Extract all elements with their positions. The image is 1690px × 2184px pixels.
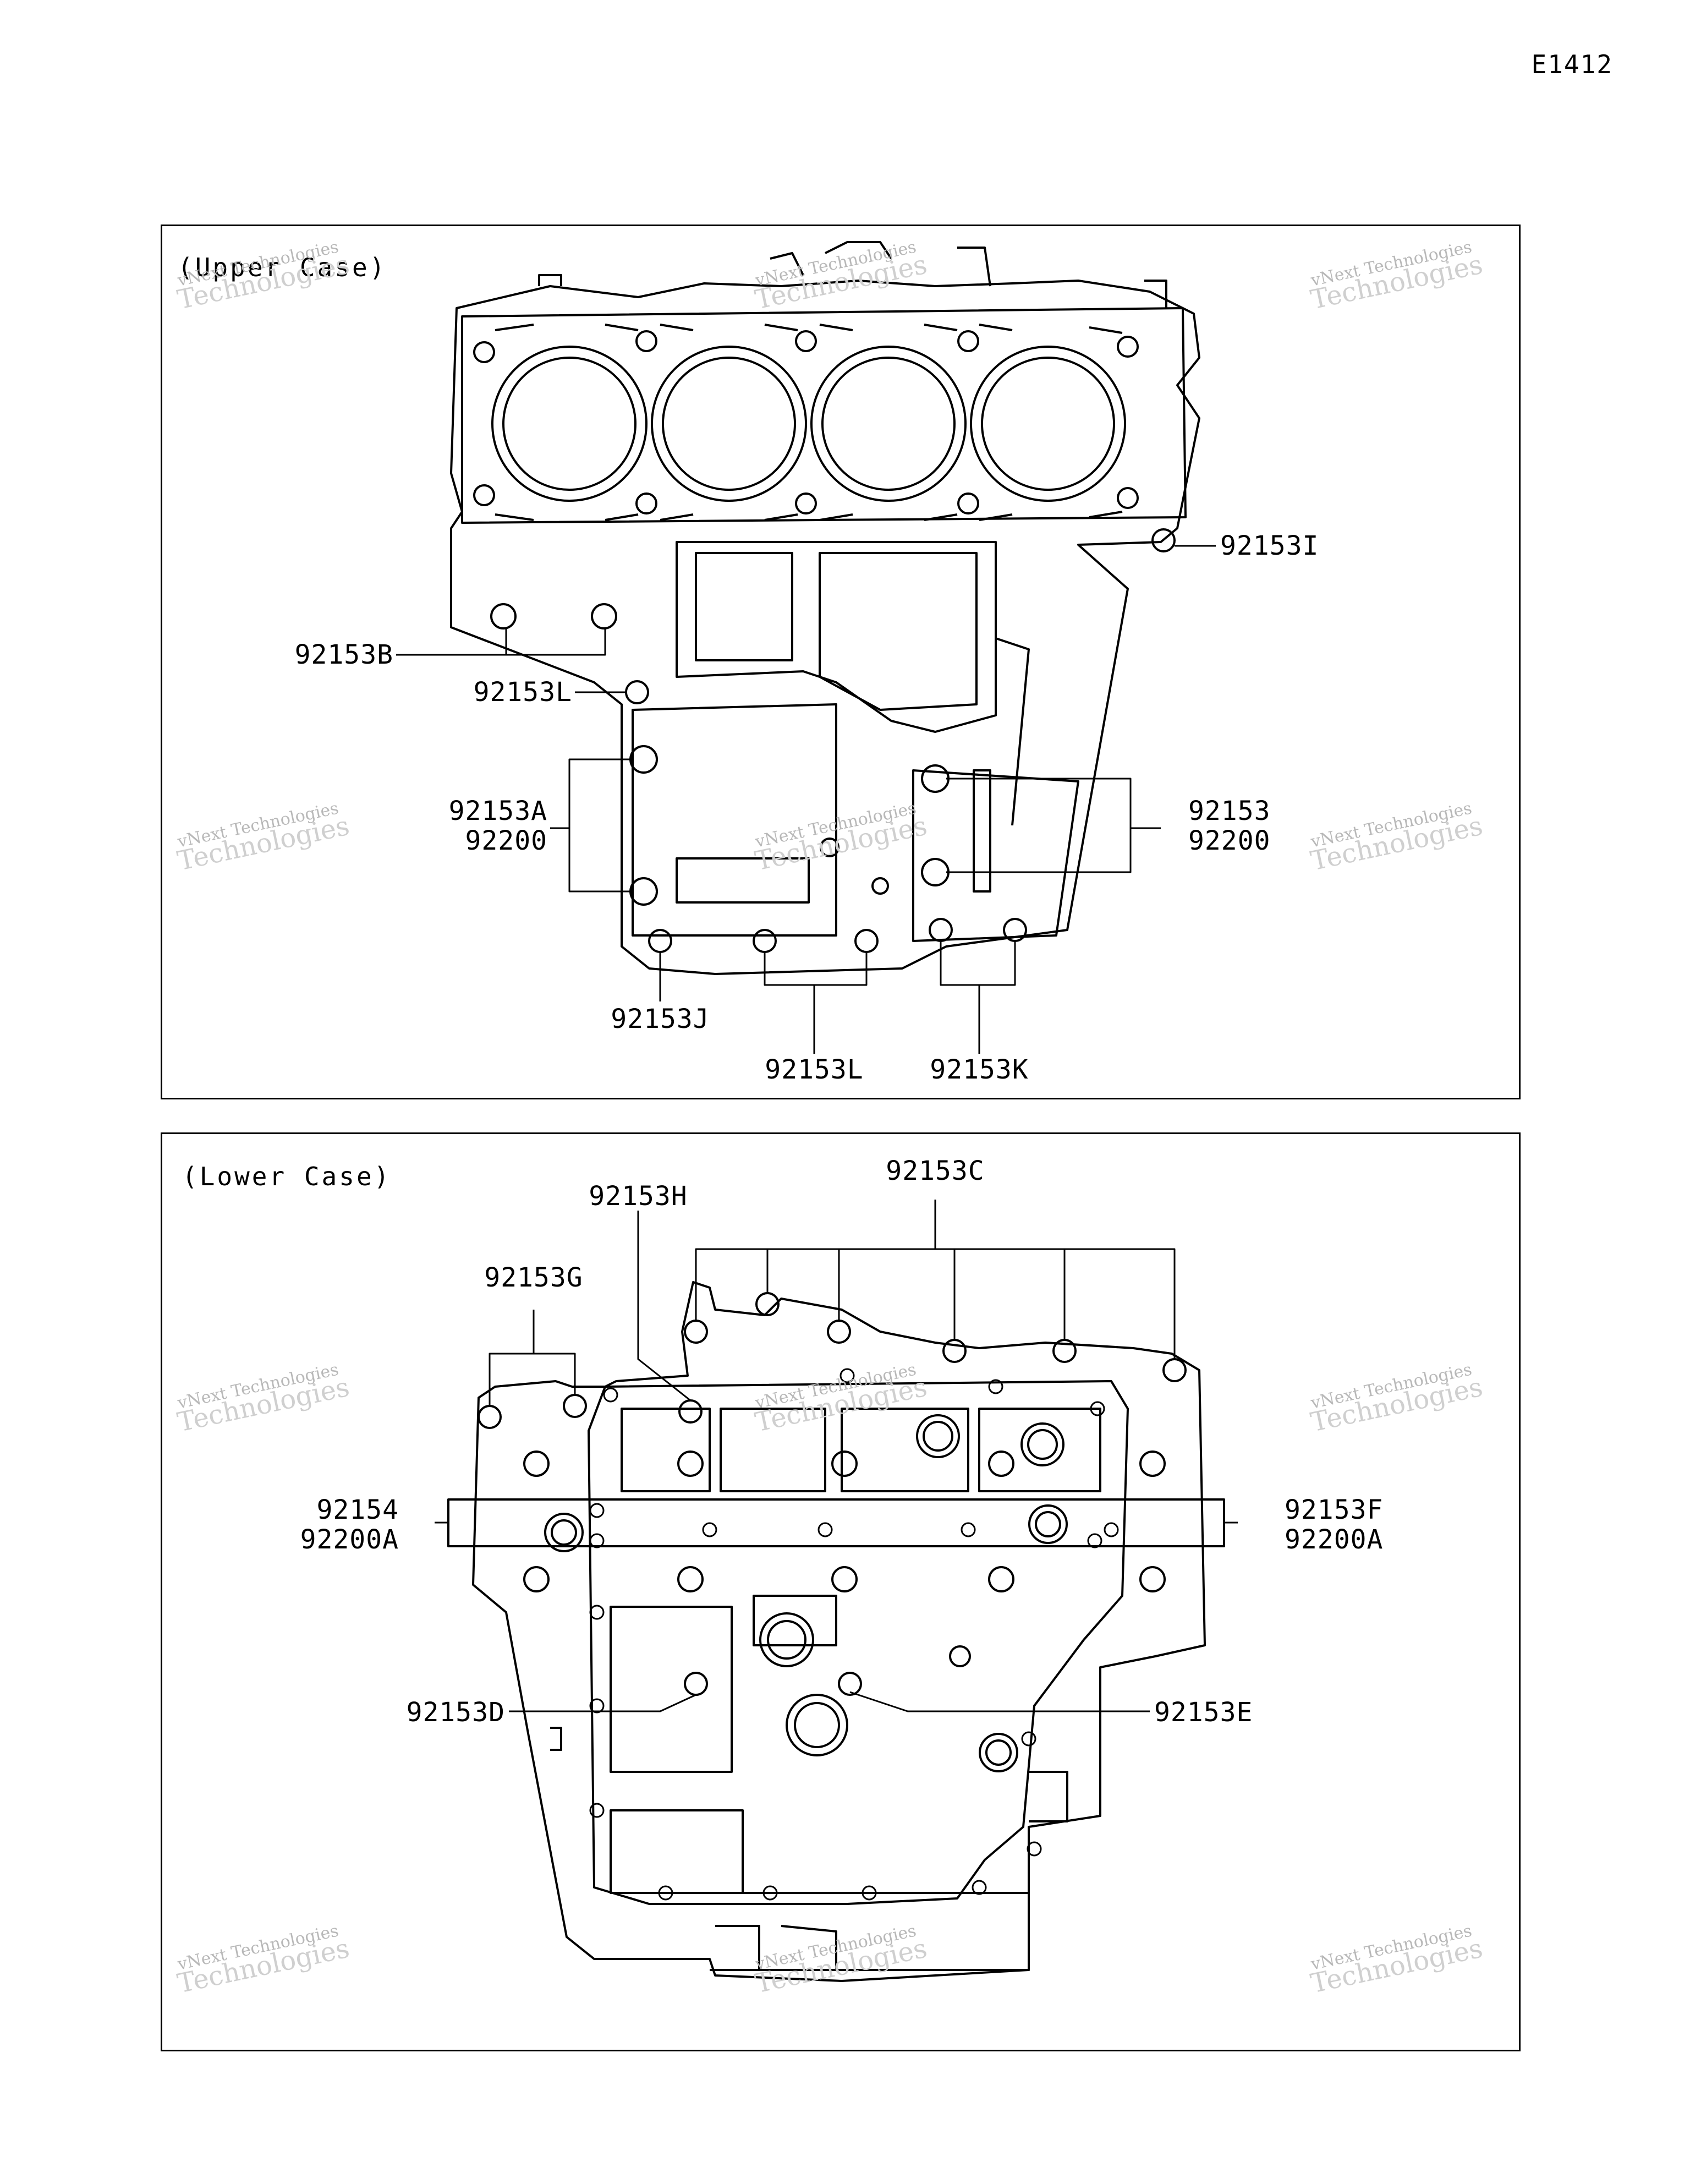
label-92154: 92154: [316, 1495, 399, 1525]
upper-case-drawing: [396, 241, 1216, 1054]
label-92153D: 92153D: [406, 1697, 505, 1728]
label-92153J: 92153J: [611, 1004, 710, 1034]
label-92153H: 92153H: [589, 1181, 688, 1212]
label-92153A: 92153A: [448, 796, 547, 826]
label-92153: 92153: [1188, 796, 1271, 826]
label-92200A-right: 92200A: [1285, 1524, 1384, 1555]
upper-case-title: (Upper Case): [178, 253, 387, 282]
page-code: E1412: [1531, 50, 1613, 79]
label-92153E: 92153E: [1154, 1697, 1253, 1728]
label-92200-left: 92200: [465, 825, 547, 856]
label-92153L-upper-left: 92153L: [473, 677, 572, 708]
lower-case-panel: (Lower Case): [161, 1132, 1521, 2051]
upper-case-panel: (Upper Case): [161, 225, 1521, 1099]
label-92153L-upper-bottom: 92153L: [765, 1054, 864, 1085]
label-92153I: 92153I: [1220, 530, 1319, 561]
label-92153G: 92153G: [484, 1262, 583, 1293]
label-92153C: 92153C: [886, 1156, 985, 1186]
label-92200A-left: 92200A: [300, 1524, 399, 1555]
label-92153K: 92153K: [930, 1054, 1029, 1085]
label-92200-right: 92200: [1188, 825, 1271, 856]
label-92153F: 92153F: [1285, 1495, 1384, 1525]
label-92153B: 92153B: [294, 639, 393, 670]
lower-case-title: (Lower Case): [182, 1162, 392, 1191]
